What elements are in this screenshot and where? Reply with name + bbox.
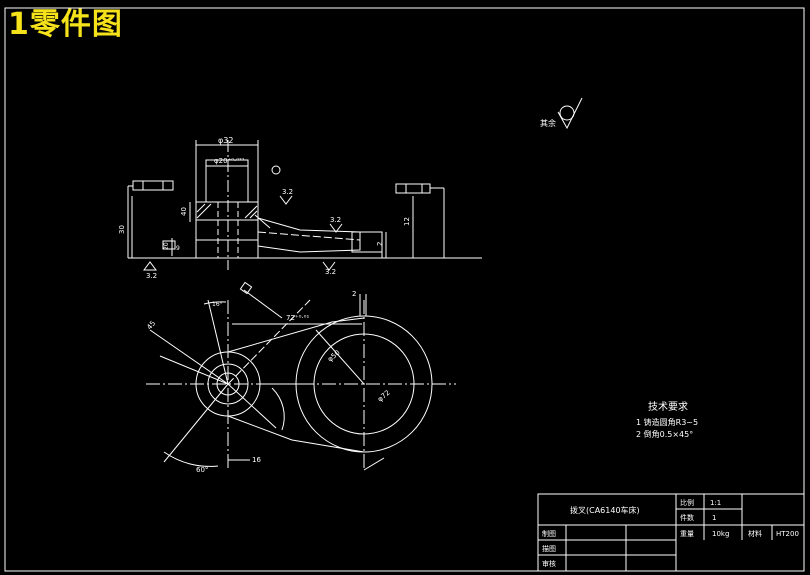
tb-scale-label: 比例: [680, 498, 694, 507]
svg-text:16°: 16°: [212, 301, 223, 308]
dim-phi20: φ20⁺⁰·⁰²¹: [214, 157, 245, 165]
dim-20: 20: [163, 242, 170, 250]
tb-material-label: 材料: [748, 529, 762, 538]
dim-40: 40: [180, 207, 188, 216]
dim-72: 72⁺⁰·⁰¹: [286, 314, 309, 322]
dim-60deg: 60°: [196, 466, 208, 474]
tb-qty-value: 1: [712, 514, 716, 522]
angle-arc-60: [163, 451, 219, 467]
tb-qty-label: 件数: [680, 513, 694, 522]
page-title: 1零件图: [8, 7, 123, 42]
tb-review-label: 审核: [542, 559, 556, 568]
dim-16: 16: [252, 456, 261, 464]
small-hub-inner: [207, 363, 249, 405]
tb-material-value: HT200: [776, 530, 799, 538]
surface-note: 其余: [540, 97, 583, 130]
tb-scale-value: 1:1: [710, 499, 721, 507]
rough-c: 3.2: [325, 268, 336, 276]
dim-30: 30: [118, 225, 126, 234]
large-boss-inner: [313, 333, 415, 435]
rough-d: 3.2: [330, 216, 341, 224]
rough-a: 3.2: [146, 272, 157, 280]
tb-checked-label: 描图: [542, 544, 556, 553]
dim-2-top: 2: [352, 290, 356, 298]
dim-d9: 9: [176, 245, 180, 252]
tech-item-1: 1 铸造圆角R3~5: [636, 417, 698, 427]
tech-heading: 技术要求: [648, 400, 688, 413]
dim-phi72: φ72: [376, 389, 392, 404]
dim-45: 45: [145, 319, 157, 331]
dim-phi50: φ50: [326, 349, 342, 364]
tech-requirements: 技术要求 1 铸造圆角R3~5 2 倒角0.5×45°: [636, 400, 698, 439]
tech-item-2: 2 倒角0.5×45°: [636, 429, 693, 439]
top-view: 72⁺⁰·⁰¹ 2 60° 16° 16 45 φ72 φ50: [145, 281, 456, 474]
tb-weight-label: 重量: [680, 530, 694, 538]
tb-part-name: 拨叉(CA6140车床): [570, 505, 640, 515]
surface-note-label: 其余: [540, 118, 556, 128]
tb-drawn-label: 制图: [542, 529, 556, 538]
dim-2: 2: [376, 242, 384, 246]
roughness-check: [557, 97, 583, 130]
tb-weight-value: 10kg: [712, 530, 729, 538]
front-view: φ32 φ20⁺⁰·⁰²¹ 30 40 9 20 3.2: [118, 136, 482, 280]
dim-12: 12: [403, 217, 411, 226]
rough-b: 3.2: [282, 188, 293, 196]
section-hatch: [196, 203, 258, 219]
drawing-border: [4, 7, 805, 572]
title-block: 拨叉(CA6140车床) 比例 1:1 件数 1 重量 10kg 材料 HT20…: [537, 493, 805, 572]
dim-phi32: φ32: [218, 136, 233, 145]
